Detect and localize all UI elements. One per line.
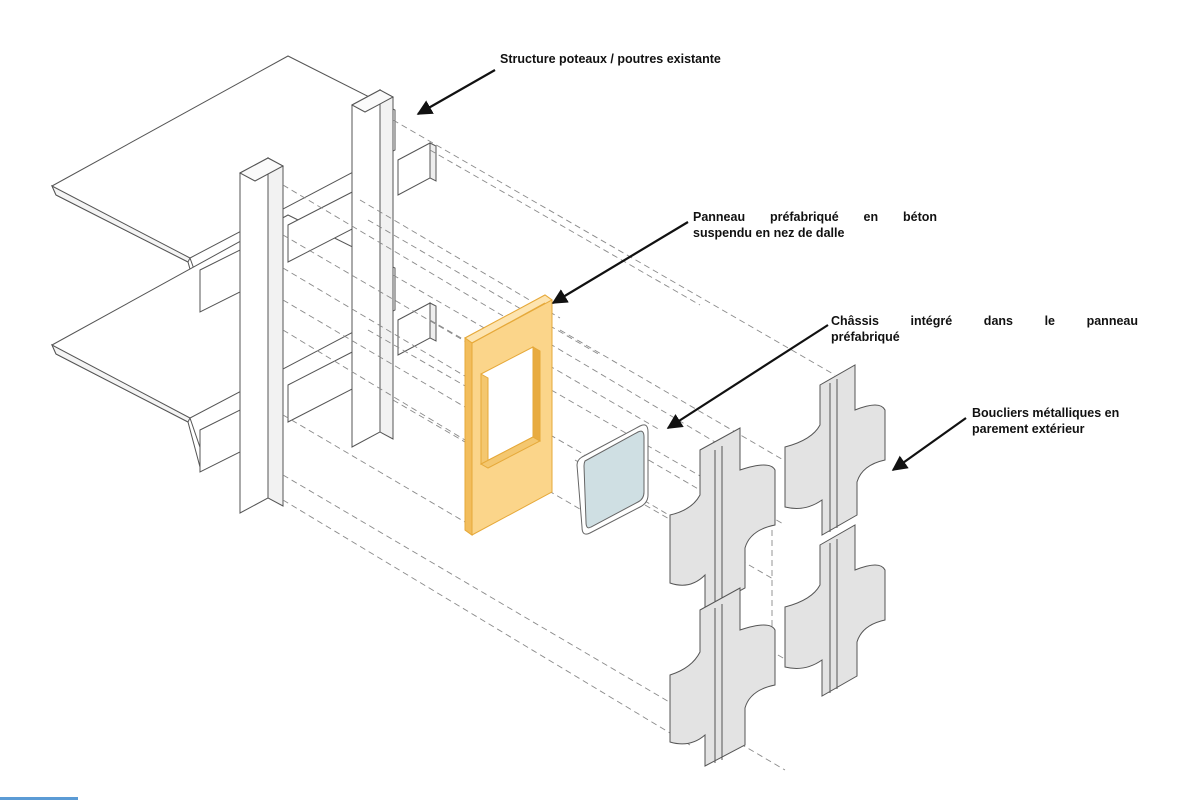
- precast-concrete-panel: [464, 294, 553, 536]
- label-metal-shields: Boucliers métalliques en parement extéri…: [972, 405, 1172, 437]
- label-window-frame: Châssis intégré dans le panneau préfabri…: [831, 313, 1138, 345]
- column-front: [238, 157, 285, 514]
- arrow-shields: [891, 417, 967, 471]
- leader-arrows: [416, 69, 967, 471]
- accent-bar: [0, 797, 78, 800]
- label-existing-structure: Structure poteaux / poutres existante: [500, 51, 820, 67]
- metal-shields: [669, 364, 886, 767]
- shield-bottom-right: [784, 524, 886, 697]
- label-window-frame-line2: préfabriqué: [831, 330, 900, 344]
- shield-bottom-left: [669, 587, 776, 767]
- label-window-frame-line1: Châssis intégré dans le panneau: [831, 314, 1138, 328]
- shield-top-left: [669, 427, 776, 611]
- label-metal-shields-line2: parement extérieur: [972, 422, 1085, 436]
- arrow-frame: [666, 324, 829, 429]
- arrow-panel: [551, 221, 689, 304]
- label-precast-panel: Panneau préfabriqué en béton suspendu en…: [693, 209, 937, 241]
- window-frame: [576, 424, 649, 535]
- shield-top-right: [784, 364, 886, 536]
- arrow-structure: [416, 69, 496, 115]
- label-metal-shields-line1: Boucliers métalliques en: [972, 406, 1120, 420]
- floor-slab-lower: [50, 214, 396, 468]
- label-existing-structure-text: Structure poteaux / poutres existante: [500, 52, 721, 66]
- column-back: [350, 89, 395, 448]
- label-precast-panel-line1: Panneau préfabriqué en béton: [693, 210, 937, 224]
- label-precast-panel-line2: suspendu en nez de dalle: [693, 226, 845, 240]
